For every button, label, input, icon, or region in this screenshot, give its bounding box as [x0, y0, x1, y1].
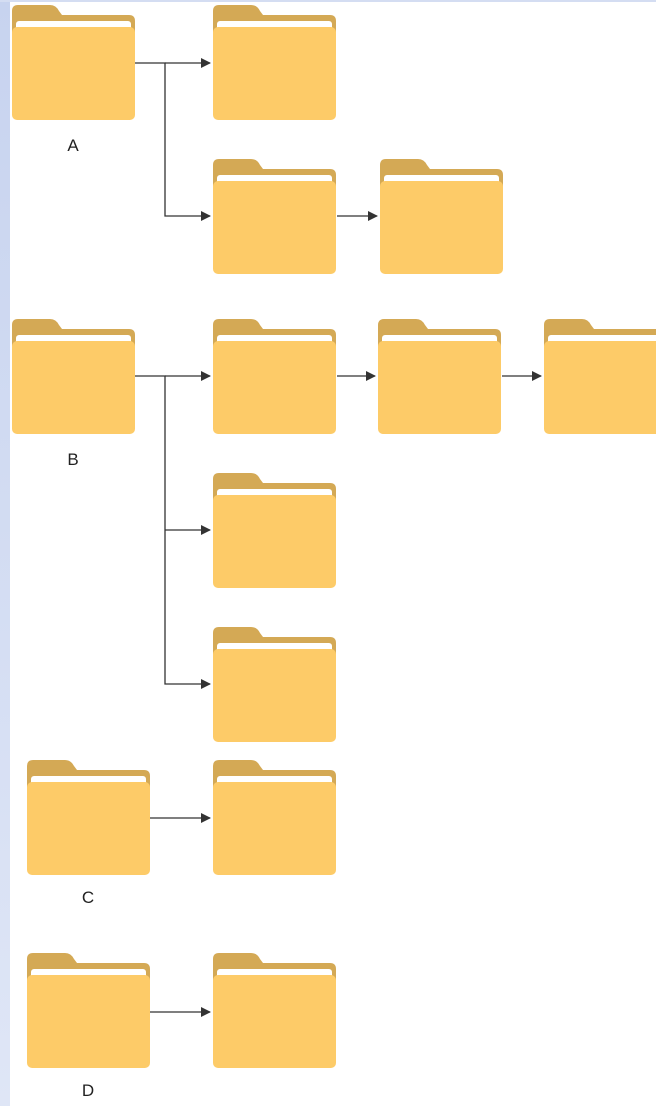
group-label-d: D: [81, 1081, 95, 1100]
folder-a-child-1[interactable]: [213, 5, 336, 120]
folder-icon: [12, 341, 135, 434]
folder-icon: [213, 341, 336, 434]
group-label-c: C: [81, 888, 95, 907]
connector-a-trunk: [135, 62, 211, 221]
top-edge-strip: [0, 0, 656, 2]
folder-c-child[interactable]: [213, 760, 336, 875]
folder-icon: [213, 649, 336, 742]
folder-icon: [213, 975, 336, 1068]
folder-b-child-3[interactable]: [213, 627, 336, 742]
folder-icon: [27, 975, 150, 1068]
folder-d-root[interactable]: [27, 953, 150, 1068]
folder-d-child[interactable]: [213, 953, 336, 1068]
left-edge-strip: [0, 0, 10, 1106]
folder-icon: [27, 782, 150, 875]
folder-a-root[interactable]: [12, 5, 135, 120]
folder-b-child-1-sub-sub[interactable]: [544, 319, 656, 434]
folder-b-child-2[interactable]: [213, 473, 336, 588]
folder-a-child-2-sub[interactable]: [380, 159, 503, 274]
folder-icon: [380, 181, 503, 274]
folder-icon: [12, 27, 135, 120]
group-label-b: B: [67, 450, 79, 469]
folder-b-root[interactable]: [12, 319, 135, 434]
folder-icon: [213, 27, 336, 120]
folder-icon: [378, 341, 501, 434]
folder-icon: [213, 782, 336, 875]
folder-icon: [544, 341, 656, 434]
folder-c-root[interactable]: [27, 760, 150, 875]
folder-icon: [213, 495, 336, 588]
group-label-a: A: [67, 136, 79, 155]
folder-b-child-1[interactable]: [213, 319, 336, 434]
folder-a-child-2[interactable]: [213, 159, 336, 274]
folder-b-child-1-sub[interactable]: [378, 319, 501, 434]
folder-icon: [213, 181, 336, 274]
